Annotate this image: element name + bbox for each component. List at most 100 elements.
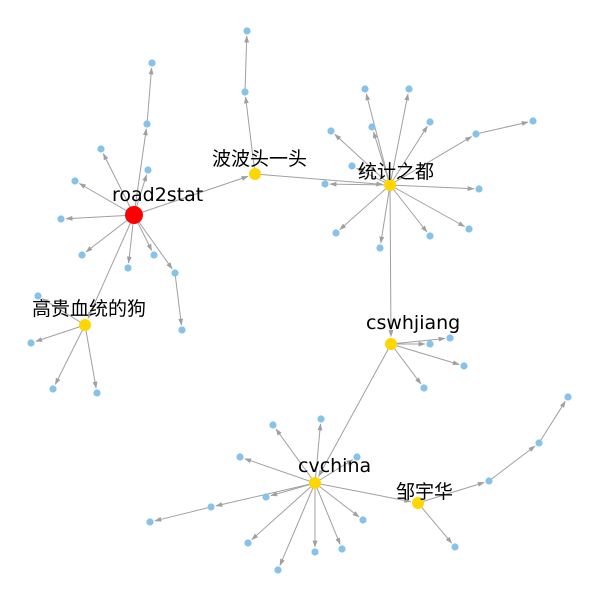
hub-edge-bobo-tongji — [254, 173, 384, 187]
hub-label-road2stat: road2stat — [112, 184, 203, 206]
leaf-node-tongji[interactable] — [426, 118, 434, 126]
leaf-node-zou[interactable] — [485, 477, 493, 485]
leaf-edge-road2stat — [146, 67, 154, 125]
leaf-node-tongji[interactable] — [529, 117, 537, 125]
leaf-node-zou[interactable] — [535, 439, 543, 447]
leaf-edge-cvchina — [314, 482, 341, 545]
leaf-edge-cvchina — [314, 423, 323, 484]
leaf-node-tongji[interactable] — [361, 85, 369, 93]
leaf-node-tongji[interactable] — [405, 85, 413, 93]
leaf-edge-tongji — [389, 184, 475, 191]
leaf-edge-cvchina — [314, 459, 354, 484]
leaf-node-cvchina[interactable] — [207, 503, 215, 511]
leaf-node-cvchina[interactable] — [359, 516, 367, 524]
hub-label-cswhjiang: cswhjiang — [366, 312, 460, 334]
leaf-edge-bobo — [244, 35, 250, 93]
leaf-edge-tongji — [389, 184, 428, 233]
leaf-node-cswhjiang[interactable] — [460, 362, 468, 370]
leaf-node-tongji[interactable] — [376, 244, 384, 252]
leaf-nodes-layer — [27, 27, 572, 574]
hub-edge-road2stat-gaogui — [87, 214, 135, 319]
leaf-node-gaogui[interactable] — [49, 385, 57, 393]
leaf-node-zou[interactable] — [451, 543, 459, 551]
leaf-node-tongji[interactable] — [332, 229, 340, 237]
leaf-node-road2stat[interactable] — [148, 59, 156, 67]
leaf-node-cswhjiang[interactable] — [446, 334, 454, 342]
leaf-node-cvchina[interactable] — [236, 453, 244, 461]
edges-layer — [35, 35, 566, 566]
leaf-edge-tongji — [329, 181, 391, 187]
leaf-edge-tongji — [475, 121, 529, 135]
leaf-node-gaogui[interactable] — [27, 339, 35, 347]
hub-edge-cswhjiang-cvchina — [318, 343, 392, 478]
leaf-node-cvchina[interactable] — [338, 545, 346, 553]
leaf-node-gaogui[interactable] — [34, 292, 42, 300]
hub-label-bobo: 波波头一头 — [212, 148, 307, 170]
leaf-edge-gaogui — [35, 324, 86, 342]
leaf-node-road2stat[interactable] — [178, 326, 186, 334]
leaf-edge-gaogui — [54, 324, 86, 386]
hub-label-cvchina: cvchina — [298, 455, 371, 477]
leaf-node-road2stat[interactable] — [143, 120, 151, 128]
hub-node-cswhjiang[interactable] — [385, 338, 397, 350]
leaf-edge-tongji — [339, 184, 391, 231]
leaf-node-tongji[interactable] — [321, 180, 329, 188]
leaf-edge-road2stat — [133, 214, 173, 270]
leaf-node-road2stat[interactable] — [57, 215, 65, 223]
leaf-node-cswhjiang[interactable] — [426, 340, 434, 348]
leaf-edge-tongji — [355, 167, 391, 186]
leaf-node-gaogui[interactable] — [93, 389, 101, 397]
leaf-edge-road2stat — [85, 214, 135, 253]
leaf-node-tongji[interactable] — [327, 127, 335, 135]
leaf-edge-road2stat — [133, 128, 148, 216]
leaf-node-cswhjiang[interactable] — [420, 384, 428, 392]
leaf-edge-zou — [417, 482, 485, 504]
hub-node-bobo[interactable] — [249, 168, 261, 180]
leaf-edge-cvchina — [154, 506, 212, 522]
leaf-edge-gaogui — [41, 298, 86, 326]
leaf-node-tongji[interactable] — [348, 162, 356, 170]
leaf-edge-tongji — [389, 136, 473, 186]
leaf-edge-tongji — [373, 131, 391, 186]
leaf-node-tongji[interactable] — [472, 130, 480, 138]
leaf-node-zou[interactable] — [564, 393, 572, 401]
leaf-node-road2stat[interactable] — [78, 251, 86, 259]
hub-node-road2stat[interactable] — [125, 206, 143, 224]
leaf-node-cvchina[interactable] — [146, 518, 154, 526]
leaf-node-tongji[interactable] — [475, 185, 483, 193]
leaf-node-road2stat[interactable] — [150, 251, 158, 259]
leaf-edge-cvchina — [314, 482, 360, 518]
leaf-edge-tongji — [365, 93, 391, 186]
leaf-edge-zou — [417, 502, 453, 544]
hub-node-zou[interactable] — [412, 497, 424, 509]
leaf-edge-road2stat — [65, 214, 135, 221]
leaf-edge-cswhjiang — [390, 336, 446, 345]
leaf-node-cvchina[interactable] — [244, 539, 252, 547]
hub-node-cvchina[interactable] — [309, 477, 321, 489]
leaf-node-road2stat[interactable] — [97, 145, 105, 153]
leaf-node-cvchina[interactable] — [317, 415, 325, 423]
hub-node-tongji[interactable] — [384, 179, 396, 191]
leaf-node-cvchina[interactable] — [262, 493, 270, 501]
leaf-node-tongji[interactable] — [465, 225, 473, 233]
leaf-edge-cswhjiang — [390, 343, 460, 366]
leaf-node-road2stat[interactable] — [71, 177, 79, 185]
leaf-node-tongji[interactable] — [368, 123, 376, 131]
leaf-node-cvchina[interactable] — [353, 453, 361, 461]
leaf-edge-tongji — [334, 133, 391, 186]
leaf-node-bobo[interactable] — [241, 88, 249, 96]
leaf-node-cvchina[interactable] — [311, 548, 319, 556]
hub-node-gaogui[interactable] — [79, 319, 91, 331]
leaf-node-bobo[interactable] — [243, 27, 251, 35]
leaf-node-road2stat[interactable] — [171, 269, 179, 277]
leaf-node-tongji[interactable] — [426, 232, 434, 240]
leaf-edge-cvchina — [251, 482, 316, 541]
leaf-node-cvchina[interactable] — [269, 421, 277, 429]
leaf-edge-cvchina — [279, 482, 316, 566]
leaf-edge-road2stat — [174, 272, 184, 326]
leaf-node-road2stat[interactable] — [144, 166, 152, 174]
leaf-node-cvchina[interactable] — [274, 566, 282, 574]
leaf-edge-bobo — [243, 96, 256, 175]
leaf-node-road2stat[interactable] — [124, 264, 132, 272]
